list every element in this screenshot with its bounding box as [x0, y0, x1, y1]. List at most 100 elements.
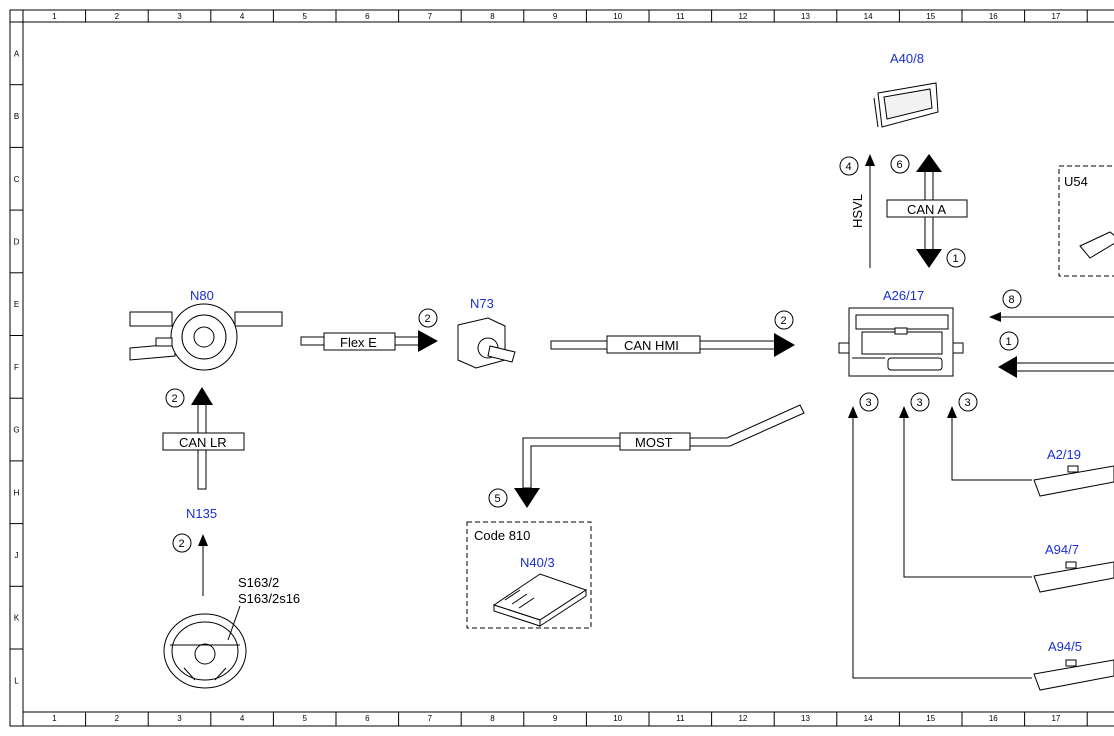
svg-text:2: 2 [781, 315, 787, 327]
grid-col-6: 6 [365, 714, 370, 723]
grid-col-7: 7 [428, 12, 433, 21]
component-label-s163-2: S163/2 [238, 575, 279, 590]
n40-3-amplifier-icon [492, 573, 588, 627]
grid-col-17: 17 [1051, 714, 1060, 723]
grid-row-G: G [13, 426, 19, 435]
grid-col-6: 6 [365, 12, 370, 21]
grid-col-12: 12 [738, 12, 747, 21]
can-lr-bus: CAN LR [162, 387, 245, 490]
grid-row-C: C [14, 175, 20, 184]
grid-col-17: 17 [1051, 12, 1060, 21]
marker-2-n135: 2 [172, 533, 192, 553]
component-label-n80: N80 [190, 288, 214, 303]
code-810-label: Code 810 [474, 528, 530, 543]
component-label-a26-17: A26/17 [883, 288, 924, 303]
line-8-arrowhead [989, 312, 1001, 322]
most-bus: MOST [514, 404, 805, 508]
grid-row-B: B [14, 112, 19, 121]
component-label-u54: U54 [1064, 174, 1088, 189]
code-810-box [466, 521, 592, 629]
grid-col-2: 2 [115, 714, 120, 723]
svg-text:2: 2 [172, 393, 178, 405]
svg-text:3: 3 [866, 397, 872, 409]
grid-row-D: D [14, 237, 20, 246]
grid-col-10: 10 [613, 12, 622, 21]
grid-col-5: 5 [302, 12, 307, 21]
svg-text:2: 2 [179, 538, 185, 550]
grid-col-5: 5 [302, 714, 307, 723]
bus-label-can-lr: CAN LR [179, 435, 227, 450]
svg-text:8: 8 [1009, 294, 1015, 306]
grid-col-9: 9 [553, 12, 558, 21]
grid-col-16: 16 [989, 12, 998, 21]
grid-col-10: 10 [613, 714, 622, 723]
grid-col-12: 12 [738, 714, 747, 723]
marker-3-a94-5: 3 [859, 392, 879, 412]
hsvl-arrowhead [865, 154, 875, 166]
grid-col-1: 1 [52, 12, 57, 21]
marker-1-right: 1 [999, 331, 1019, 351]
marker-3-a94-7: 3 [910, 392, 930, 412]
marker-2-can-hmi: 2 [774, 310, 794, 330]
marker-1-can-a: 1 [946, 248, 966, 268]
a94-7-light-module-icon [1033, 561, 1114, 593]
grid-col-2: 2 [115, 12, 120, 21]
grid-col-15: 15 [926, 12, 935, 21]
marker-2-can-lr: 2 [165, 388, 185, 408]
a40-8-display-icon [873, 82, 939, 128]
bus-label-can-a: CAN A [907, 202, 946, 217]
n135-arrowhead [198, 534, 208, 546]
grid-col-15: 15 [926, 714, 935, 723]
lin-lines [852, 412, 1032, 679]
component-label-a2-19: A2/19 [1047, 447, 1081, 462]
can-a-bus: CAN A [886, 154, 968, 268]
grid-col-1: 1 [52, 714, 57, 723]
component-label-n73: N73 [470, 296, 494, 311]
marker-3-a2-19: 3 [958, 392, 978, 412]
grid-col-4: 4 [240, 714, 245, 723]
drawing-frame [9, 9, 1114, 727]
flex-e-bus: Flex E [300, 330, 438, 352]
grid-col-11: 11 [676, 714, 685, 723]
svg-text:3: 3 [965, 397, 971, 409]
lin-arrowheads [848, 406, 957, 418]
grid-col-8: 8 [490, 714, 495, 723]
steering-wheel-leader [227, 605, 241, 641]
n80-steering-column-module-icon [129, 303, 283, 371]
component-label-a40-8: A40/8 [890, 51, 924, 66]
component-label-a94-7: A94/7 [1045, 542, 1079, 557]
grid-row-L: L [14, 676, 19, 685]
marker-6: 6 [890, 154, 910, 174]
svg-text:1: 1 [953, 253, 959, 265]
grid-col-11: 11 [676, 12, 685, 21]
u54-box [1058, 165, 1114, 277]
grid-col-4: 4 [240, 12, 245, 21]
marker-8: 8 [1002, 289, 1022, 309]
component-label-s163-2s16: S163/2s16 [238, 591, 300, 606]
grid-col-16: 16 [989, 714, 998, 723]
component-label-a94-5: A94/5 [1048, 639, 1082, 654]
marker-4: 4 [839, 156, 859, 176]
svg-text:6: 6 [897, 159, 903, 171]
svg-text:1: 1 [1006, 336, 1012, 348]
bus-label-hsvl: HSVL [850, 194, 865, 228]
a26-17-head-unit-icon [838, 307, 964, 377]
marker-2-flex-e: 2 [418, 308, 438, 328]
grid-row-E: E [14, 300, 19, 309]
grid-col-13: 13 [801, 714, 810, 723]
svg-text:2: 2 [425, 313, 431, 325]
u54-device-icon [1079, 231, 1114, 259]
grid-row-H: H [14, 488, 20, 497]
grid-col-14: 14 [864, 714, 873, 723]
n73-ignition-switch-icon [457, 317, 516, 369]
svg-text:5: 5 [495, 493, 501, 505]
grid-col-9: 9 [553, 714, 558, 723]
bus-in-1-right [998, 356, 1114, 378]
a94-5-light-module-icon [1033, 659, 1114, 691]
grid-col-3: 3 [177, 12, 182, 21]
component-label-n40-3: N40/3 [520, 555, 555, 570]
